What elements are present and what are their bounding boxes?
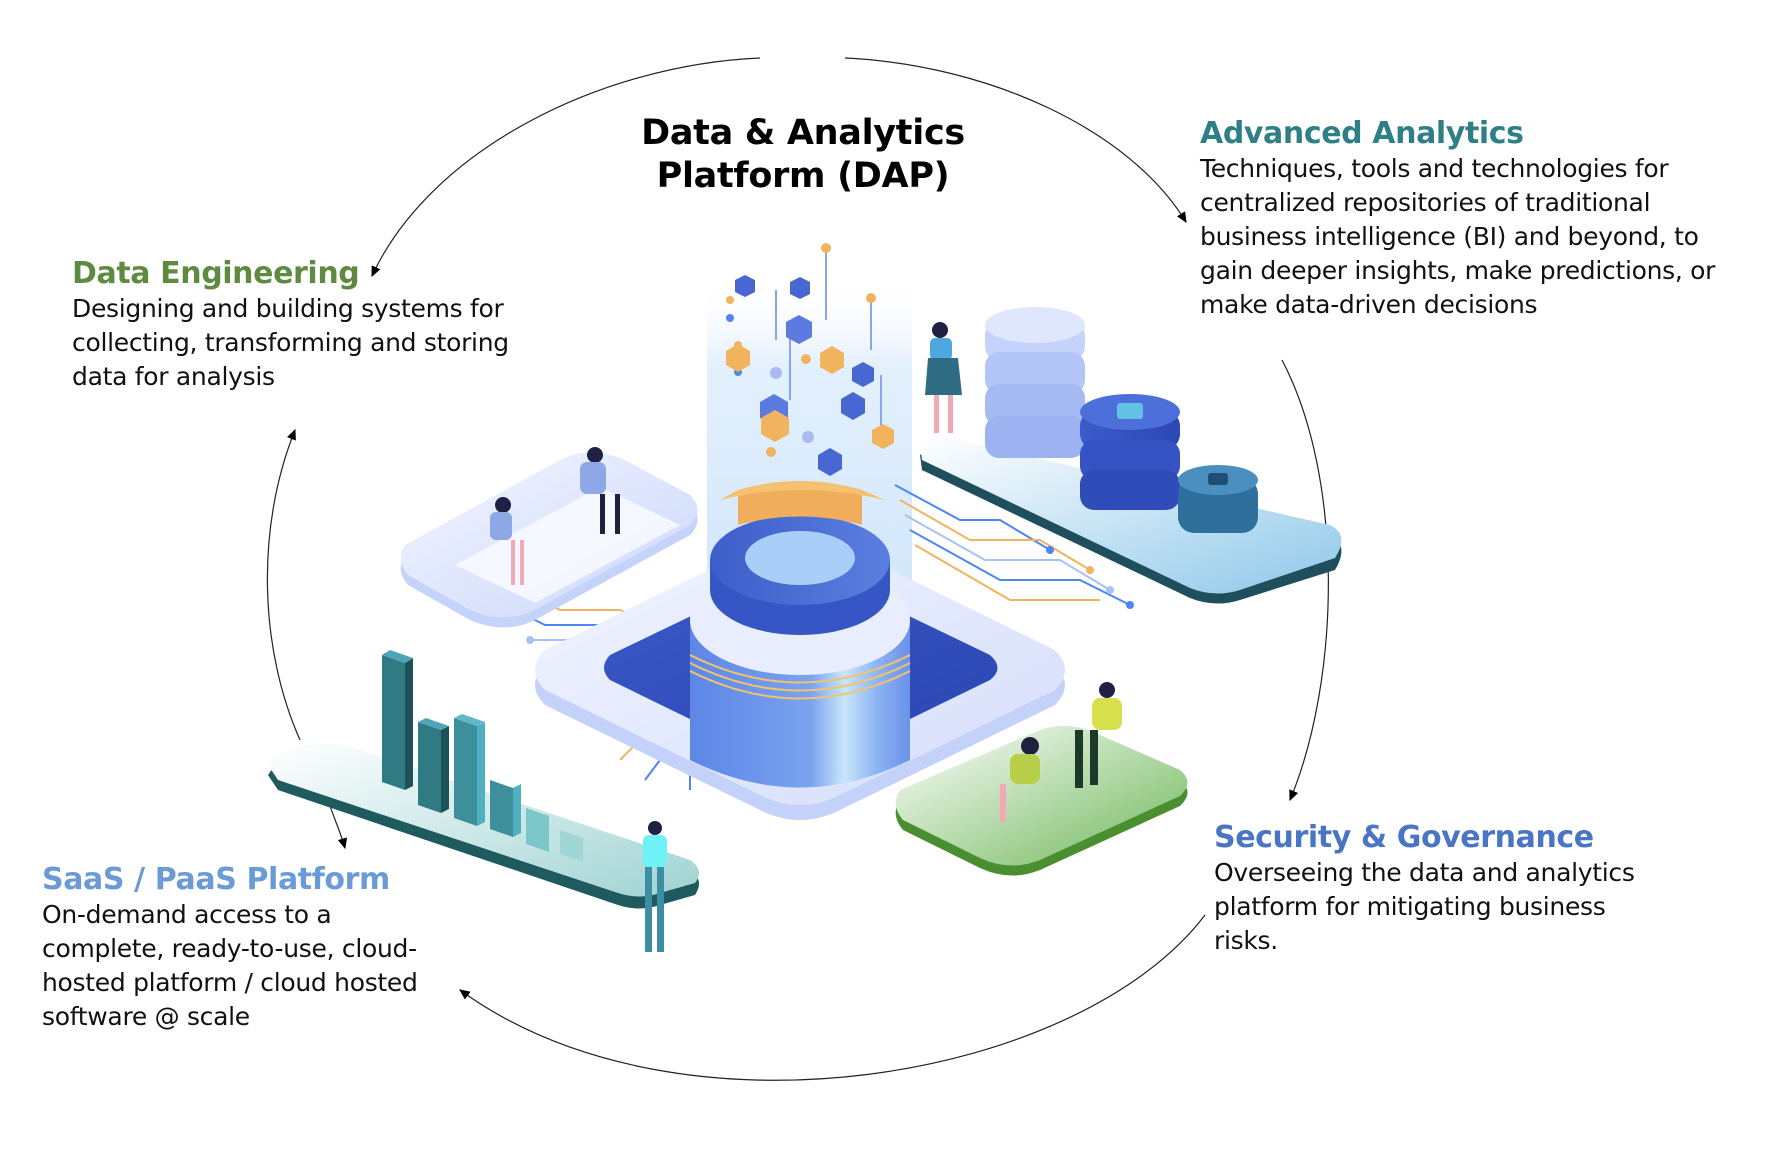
section-line: platform for mitigating business bbox=[1214, 892, 1606, 921]
server-teal bbox=[1178, 465, 1258, 533]
floating-data-cubes bbox=[726, 243, 894, 476]
cube bbox=[726, 344, 750, 372]
section-line: business intelligence (BI) and beyond, t… bbox=[1200, 222, 1699, 251]
advanced-analytics-platform bbox=[920, 307, 1342, 604]
cube bbox=[841, 392, 865, 420]
section-line: data for analysis bbox=[72, 362, 275, 391]
cube bbox=[790, 277, 810, 299]
section-heading: Security & Governance bbox=[1214, 820, 1594, 855]
section-data-engineering: Data Engineering Designing and building … bbox=[72, 256, 592, 394]
cube bbox=[761, 410, 789, 442]
cube bbox=[735, 275, 755, 297]
section-heading: Advanced Analytics bbox=[1200, 116, 1524, 151]
section-advanced-analytics: Advanced Analytics Techniques, tools and… bbox=[1200, 116, 1780, 322]
bar-chart-bars bbox=[382, 650, 583, 862]
section-line: Designing and building systems for bbox=[72, 294, 504, 323]
cube bbox=[818, 448, 842, 476]
section-line: hosted platform / cloud hosted bbox=[42, 968, 418, 997]
saas-paas-platform bbox=[268, 650, 699, 952]
section-line: collecting, transforming and storing bbox=[72, 328, 509, 357]
cube bbox=[820, 346, 844, 374]
section-line: Overseeing the data and analytics bbox=[1214, 858, 1635, 887]
title-line-1: Data & Analytics bbox=[641, 113, 965, 153]
section-line: complete, ready-to-use, cloud- bbox=[42, 934, 417, 963]
section-heading: Data Engineering bbox=[72, 256, 360, 291]
cube bbox=[852, 362, 874, 387]
section-line: make data-driven decisions bbox=[1200, 290, 1538, 319]
section-saas-paas: SaaS / PaaS Platform On-demand access to… bbox=[42, 862, 512, 1034]
arc-aa-to-sg bbox=[1281, 359, 1329, 802]
cube bbox=[872, 424, 894, 449]
arc-sg-to-sp bbox=[459, 914, 1206, 1081]
section-heading: SaaS / PaaS Platform bbox=[42, 862, 390, 897]
title-line-2: Platform (DAP) bbox=[656, 156, 950, 196]
data-engineering-platform bbox=[400, 447, 698, 628]
arc-dap-to-de bbox=[371, 57, 761, 278]
section-line: risks. bbox=[1214, 926, 1278, 955]
server-light bbox=[985, 307, 1085, 458]
section-line: software @ scale bbox=[42, 1002, 250, 1031]
arc-dap-to-aa bbox=[844, 57, 1187, 224]
security-governance-platform bbox=[895, 682, 1188, 876]
arc-sp-to-de bbox=[266, 428, 301, 741]
section-line: Techniques, tools and technologies for bbox=[1200, 154, 1669, 183]
cube bbox=[786, 315, 812, 344]
server-dark bbox=[1080, 394, 1180, 510]
section-security-governance: Security & Governance Overseeing the dat… bbox=[1214, 820, 1684, 958]
section-line: On-demand access to a bbox=[42, 900, 332, 929]
diagram-title: Data & Analytics Platform (DAP) bbox=[553, 112, 1053, 198]
section-line: gain deeper insights, make predictions, … bbox=[1200, 256, 1716, 285]
central-data-cylinder bbox=[689, 481, 911, 788]
section-line: centralized repositories of traditional bbox=[1200, 188, 1651, 217]
